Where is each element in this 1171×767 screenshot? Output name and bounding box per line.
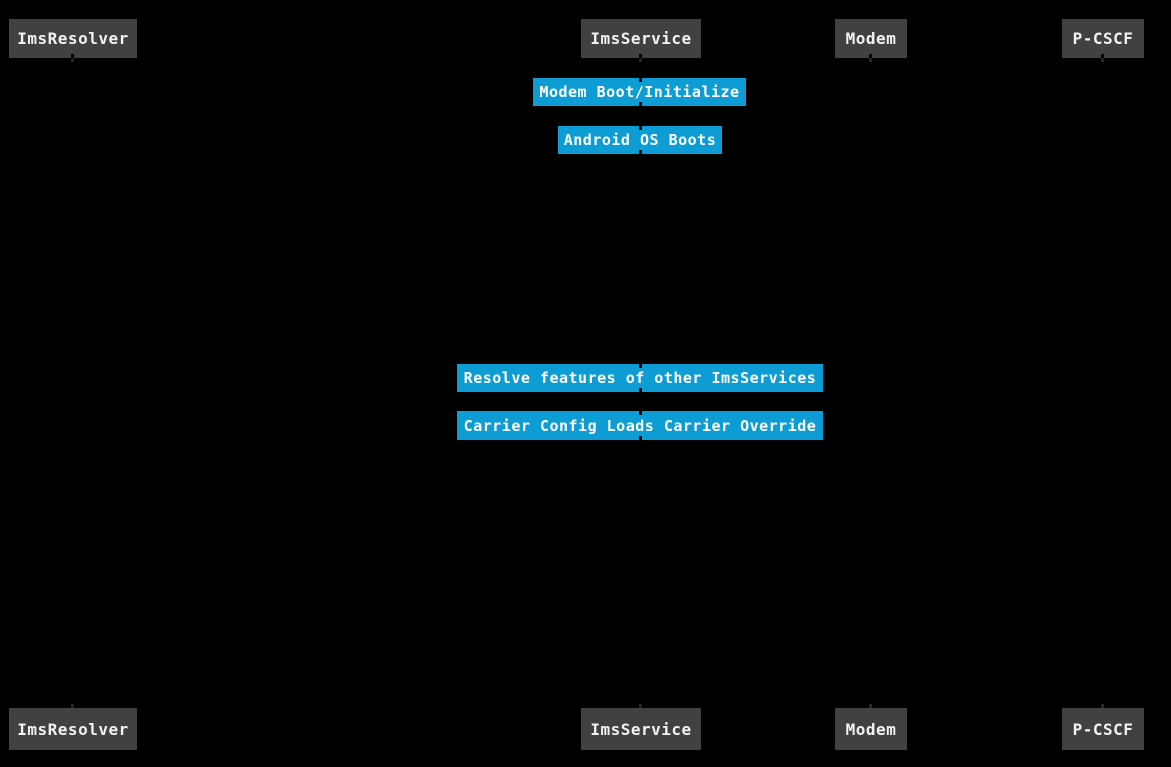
participant-pcscf-top: P-CSCF [1062,19,1144,58]
lifeline-notch [639,411,642,415]
lifeline-notch [639,150,642,154]
lifeline-notch [639,436,642,440]
lifeline-stub [71,58,74,62]
participant-label: Modem [845,29,897,48]
lifeline-stub [869,704,872,708]
participant-label: ImsResolver [17,719,129,739]
participant-label: ImsService [590,719,692,739]
lifeline-notch [639,78,642,82]
participant-label: P-CSCF [1072,29,1134,48]
participant-label: Modem [845,719,897,739]
lifeline-notch [639,54,642,58]
note-carrier-config: Carrier Config Loads Carrier Override [457,411,823,440]
lifeline-notch [639,364,642,368]
lifeline-notch [1101,54,1104,58]
lifeline-stub [1101,704,1104,708]
lifeline-notch [869,54,872,58]
lifeline-notch [639,388,642,392]
participant-modem-bottom: Modem [835,708,907,750]
lifeline-stub [869,58,872,62]
note-label: Android OS Boots [563,131,717,149]
participant-imsresolver-top: ImsResolver [9,19,137,58]
participant-imsresolver-bottom: ImsResolver [9,708,137,750]
note-modem-boot-initialize: Modem Boot/Initialize [533,78,746,106]
participant-label: ImsService [590,29,692,48]
lifeline-stub [1101,58,1104,62]
note-android-os-boots: Android OS Boots [558,126,722,154]
note-label: Resolve features of other ImsServices [463,369,817,387]
note-label: Modem Boot/Initialize [539,83,740,101]
participant-pcscf-bottom: P-CSCF [1062,708,1144,750]
note-label: Carrier Config Loads Carrier Override [463,416,817,435]
lifeline-notch [71,54,74,58]
lifeline-notch [639,102,642,106]
lifeline-stub [639,58,642,62]
participant-label: ImsResolver [17,29,129,48]
participant-modem-top: Modem [835,19,907,58]
lifeline-stub [639,704,642,708]
participant-imsservice-bottom: ImsService [581,708,701,750]
participant-imsservice-top: ImsService [581,19,701,58]
note-resolve-features: Resolve features of other ImsServices [457,364,823,392]
participant-label: P-CSCF [1072,719,1134,739]
lifeline-stub [71,704,74,708]
lifeline-notch [639,126,642,130]
